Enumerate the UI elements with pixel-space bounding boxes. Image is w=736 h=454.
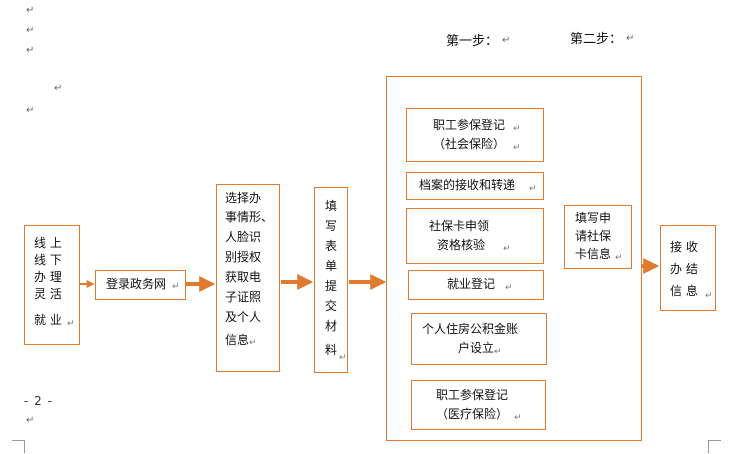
- paragraph-mark: ↵: [513, 124, 521, 134]
- paragraph-mark: ↵: [172, 282, 180, 292]
- step1-label: 第一步：: [446, 34, 499, 49]
- node-text: 选择办: [225, 191, 262, 205]
- node-text: 登录政务网: [106, 277, 167, 291]
- node-text: 获取电: [225, 270, 262, 284]
- node-text: （医疗保险）: [436, 407, 509, 421]
- node-text: 信息: [225, 333, 250, 347]
- node-text: 填: [325, 199, 338, 213]
- node-text: 填写申: [575, 211, 612, 225]
- node-text: 事情形、: [225, 210, 274, 224]
- node-text: 线 下: [34, 253, 62, 267]
- crop-mark: [12, 440, 25, 453]
- node-text: 人脸识: [225, 230, 262, 244]
- paragraph-mark: ↵: [615, 253, 623, 263]
- node-text: 子证照: [225, 290, 262, 304]
- node-text: 档案的接收和转递: [419, 178, 516, 192]
- node-housing-fund-account: 个人住房公积金账 户设立 ↵: [411, 313, 547, 365]
- node-text: 提: [325, 279, 338, 293]
- paragraph-mark: ↵: [705, 291, 713, 301]
- node-employment-register: 就业登记 ↵: [408, 270, 544, 300]
- node-text: 信 息: [670, 284, 698, 298]
- paragraph-mark: ↵: [26, 45, 35, 56]
- node-text: 接 收: [670, 240, 698, 254]
- paragraph-mark: ↵: [514, 413, 522, 423]
- node-text: 个人住房公积金账: [422, 322, 519, 336]
- node-text: 别授权: [225, 250, 262, 264]
- node-receive-result: 接 收 办 结 信 息 ↵: [660, 225, 716, 311]
- paragraph-mark: ↵: [26, 5, 35, 16]
- paragraph-mark: ↵: [513, 143, 521, 153]
- node-text: 办 理: [34, 270, 62, 284]
- node-social-card-review: 社保卡申领 资格核验 ↵: [406, 208, 544, 264]
- node-text: 资格核验: [437, 238, 486, 252]
- node-text: 办 结: [670, 262, 698, 276]
- paragraph-mark: ↵: [505, 283, 513, 293]
- paragraph-mark: ↵: [249, 338, 257, 348]
- node-text: 线 上: [34, 236, 62, 250]
- paragraph-mark: ↵: [67, 319, 75, 329]
- paragraph-mark: ↵: [339, 353, 347, 363]
- node-text: （社会保险）: [433, 137, 506, 151]
- paragraph-mark: ↵: [26, 25, 35, 36]
- node-text: 卡信息: [575, 247, 612, 261]
- paragraph-mark: ↵: [54, 83, 63, 94]
- node-insurance-medical: 职工参保登记 （医疗保险） ↵: [411, 380, 546, 430]
- node-text: 料: [325, 343, 338, 357]
- node-text: 表: [325, 239, 338, 253]
- node-card-info: 填写申 请社保 卡信息 ↵: [564, 205, 632, 269]
- paragraph-mark: ↵: [494, 347, 502, 357]
- paragraph-mark: ↵: [26, 415, 35, 426]
- node-text: 就业登记: [447, 277, 496, 291]
- node-text: 灵 活: [34, 287, 62, 301]
- node-text: 社保卡申领: [429, 219, 490, 233]
- node-text: 写: [325, 219, 338, 233]
- node-text: 交: [325, 299, 338, 313]
- node-archive-transfer: 档案的接收和转递 ↵: [406, 172, 544, 200]
- node-offline-online: 线 上 线 下 办 理 灵 活 就 业 ↵: [24, 225, 80, 345]
- node-insurance-social: 职工参保登记 ↵ （社会保险） ↵: [406, 108, 544, 162]
- node-text: 及个人: [225, 310, 262, 324]
- paragraph-mark: ↵: [503, 244, 511, 254]
- node-text: 职工参保登记: [433, 118, 506, 132]
- node-text: 就 业: [34, 313, 62, 327]
- page-number: - 2 -: [24, 394, 53, 408]
- node-fill-forms: 填 写 表 单 提 交 材 料 ↵: [314, 187, 348, 373]
- step2-label: 第二步：: [570, 32, 623, 47]
- node-text: 户设立: [458, 341, 495, 355]
- paragraph-mark: ↵: [626, 33, 635, 44]
- node-login-portal: 登录政务网 ↵: [95, 270, 186, 300]
- node-text: 请社保: [575, 229, 612, 243]
- paragraph-mark: ↵: [26, 105, 35, 116]
- paragraph-mark: ↵: [502, 35, 511, 46]
- node-text: 职工参保登记: [436, 388, 509, 402]
- node-text: 单: [325, 259, 338, 273]
- paragraph-mark: ↵: [529, 184, 537, 194]
- node-choose-verify: 选择办 事情形、 人脸识 别授权 获取电 子证照 及个人 信息 ↵: [216, 184, 280, 372]
- node-text: 材: [325, 319, 338, 333]
- crop-mark: [708, 440, 721, 453]
